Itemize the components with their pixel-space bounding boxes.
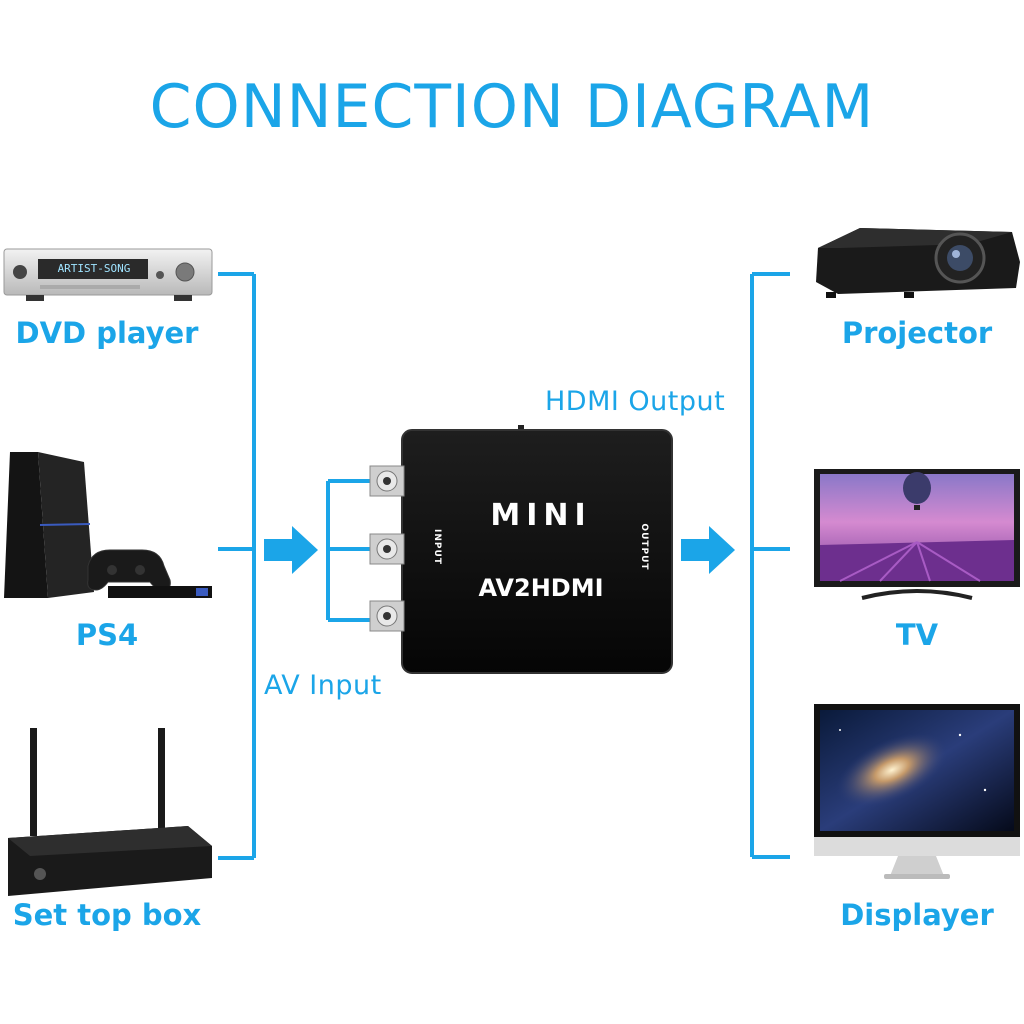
set-top-box-icon xyxy=(8,728,212,896)
output-label-projector: Projector xyxy=(841,316,993,350)
dvd-display-text: ARTIST-SONG xyxy=(57,262,131,275)
converter-input-label: INPUT xyxy=(432,529,442,565)
converter-name: MINI xyxy=(490,498,592,533)
output-label-displayer: Displayer xyxy=(840,898,994,932)
output-label-tv: TV xyxy=(895,618,939,652)
output-arrow-icon xyxy=(681,526,735,574)
page-title: CONNECTION DIAGRAM xyxy=(149,72,875,142)
converter-output-label: OUTPUT xyxy=(639,523,649,571)
input-label-set-top-box: Set top box xyxy=(12,898,202,932)
dvd-player-icon xyxy=(3,248,213,301)
ps4-console-icon xyxy=(4,452,212,598)
tv-icon xyxy=(814,469,1020,600)
projector-icon xyxy=(816,228,1020,298)
rca-jack-icon xyxy=(369,533,405,565)
input-bracket xyxy=(218,272,256,860)
rca-jack-icon xyxy=(369,600,405,632)
output-bracket xyxy=(750,272,790,859)
hdmi-output-caption: HDMI Output xyxy=(545,386,726,417)
rca-jack-icon xyxy=(369,465,405,497)
rca-bracket xyxy=(326,479,372,622)
input-label-dvd: DVD player xyxy=(15,316,199,350)
converter-model: AV2HDMI xyxy=(478,574,604,602)
input-arrow-icon xyxy=(264,526,318,574)
monitor-icon xyxy=(814,704,1020,879)
converter-box xyxy=(369,425,673,674)
av-input-caption: AV Input xyxy=(264,670,382,701)
input-label-ps4: PS4 xyxy=(75,618,139,652)
